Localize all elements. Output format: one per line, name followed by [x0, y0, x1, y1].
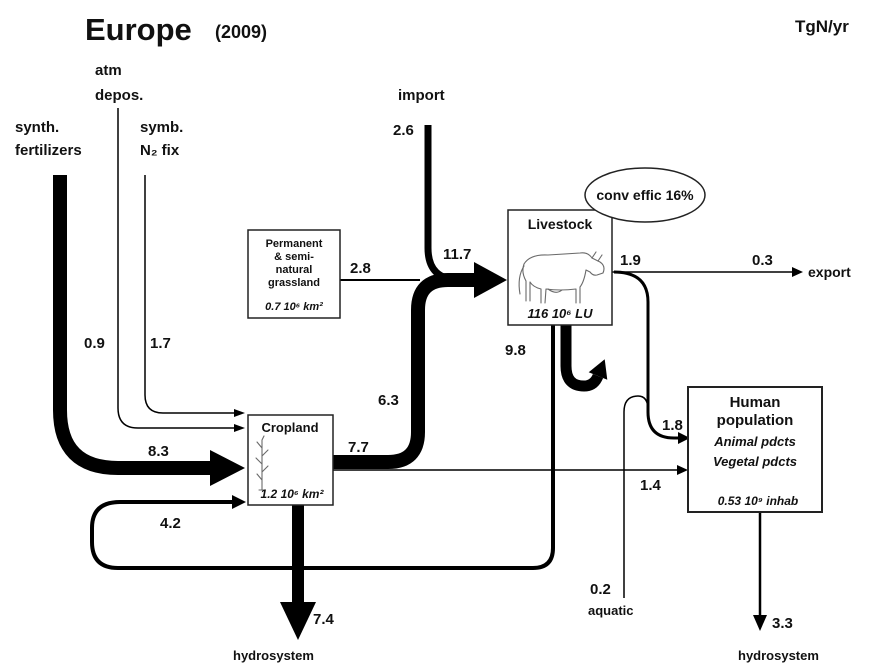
grassland-label-4: grassland	[268, 277, 320, 289]
human-label-2: population	[717, 412, 794, 429]
conversion-efficiency: conv effic 16%	[584, 167, 706, 223]
flow-arrows	[53, 108, 803, 640]
cropland-to-human-arrowhead	[677, 465, 688, 475]
synth-fert-label-1: synth.	[15, 119, 59, 136]
flow-atm-depos: 0.9	[84, 335, 105, 352]
livestock-label: Livestock	[528, 216, 593, 232]
human-label-1: Human	[730, 394, 781, 411]
synth-fertilizer-arrowhead	[210, 450, 245, 486]
flow-total-to-livestock: 11.7	[443, 246, 471, 263]
livestock-size: 116 10⁶ LU	[527, 306, 593, 321]
flow-cropland-harvest: 7.7	[348, 439, 369, 456]
flow-import: 2.6	[393, 122, 414, 139]
hydrosystem-left-label: hydrosystem	[233, 648, 314, 663]
import-label: import	[398, 87, 445, 104]
flow-symb-fix: 1.7	[150, 335, 171, 352]
cropland-node: Cropland 1.2 10⁶ km²	[247, 414, 334, 506]
aquatic-label: aquatic	[588, 603, 634, 618]
flow-livestock-products: 1.9	[620, 252, 641, 269]
unit-label: TgN/yr	[795, 17, 849, 36]
flow-cropland-to-hydrosystem: 7.4	[313, 611, 335, 628]
human-size: 0.53 10⁹ inhab	[718, 494, 798, 508]
grassland-label-2: & semi-	[274, 251, 314, 263]
grassland-label-3: natural	[276, 264, 313, 276]
flow-export: 0.3	[752, 252, 773, 269]
grassland-box	[247, 229, 341, 319]
diagram-title: Europe	[85, 12, 192, 47]
livestock-losses-arrow	[560, 325, 604, 392]
human-to-hydrosystem-arrowhead	[753, 615, 767, 631]
grassland-label-1: Permanent	[266, 238, 323, 250]
cropland-area: 1.2 10⁶ km²	[261, 487, 325, 501]
manure-arrow	[90, 325, 555, 570]
flow-synth-fertilizers: 8.3	[148, 443, 169, 460]
flow-grassland-to-livestock: 2.8	[350, 260, 371, 277]
flow-human-to-hydrosystem: 3.3	[772, 615, 793, 632]
livestock-losses-arrowhead	[588, 359, 608, 380]
cropland-label: Cropland	[261, 420, 318, 435]
grassland-area: 0.7 10⁶ km²	[265, 301, 323, 313]
human-box	[687, 386, 823, 513]
diagram-year: (2009)	[215, 22, 267, 42]
flow-cropland-to-livestock: 6.3	[378, 392, 399, 409]
cropland-to-livestock-arrow	[333, 273, 480, 469]
import-arrow	[424, 125, 480, 284]
human-population-node: Human population Animal pdcts Vegetal pd…	[687, 386, 823, 513]
aquatic-arrow	[623, 395, 649, 598]
atm-depos-arrowhead	[234, 424, 245, 432]
synth-fertilizer-arrow	[53, 175, 214, 475]
export-arrowhead	[792, 267, 803, 277]
grassland-node: Permanent & semi- natural grassland 0.7 …	[247, 229, 341, 319]
symb-fix-label-2: N₂ fix	[140, 142, 180, 159]
atm-depos-label-1: atm	[95, 62, 122, 79]
plant-drawing	[255, 435, 269, 491]
symb-fix-arrowhead	[234, 409, 245, 417]
hydrosystem-right-label: hydrosystem	[738, 648, 819, 663]
livestock-to-human-arrow	[613, 270, 680, 440]
cow-drawing	[518, 251, 605, 304]
flow-manure-to-cropland: 4.2	[160, 515, 181, 532]
atm-depos-arrow	[117, 108, 236, 429]
manure-arrowhead	[232, 495, 246, 509]
human-animal-products: Animal pdcts	[713, 434, 796, 449]
efficiency-label: conv effic 16%	[596, 187, 694, 203]
atm-depos-label-2: depos.	[95, 87, 143, 104]
symb-fix-label-1: symb.	[140, 119, 183, 136]
livestock-box	[507, 209, 613, 326]
export-label: export	[808, 264, 851, 280]
flow-to-human: 1.8	[662, 417, 683, 434]
livestock-node: Livestock 116 10⁶ LU	[507, 209, 613, 326]
flow-cropland-to-human: 1.4	[640, 477, 662, 494]
flow-aquatic: 0.2	[590, 581, 611, 598]
symb-fix-arrow	[144, 175, 236, 414]
cropland-to-hydrosystem-arrowhead	[280, 602, 316, 640]
efficiency-ellipse	[584, 167, 706, 223]
livestock-to-human-arrowhead	[678, 432, 690, 444]
human-vegetal-products: Vegetal pdcts	[713, 454, 797, 469]
synth-fert-label-2: fertilizers	[15, 142, 82, 159]
flow-livestock-losses: 9.8	[505, 342, 526, 359]
livestock-input-arrowhead	[474, 262, 507, 298]
